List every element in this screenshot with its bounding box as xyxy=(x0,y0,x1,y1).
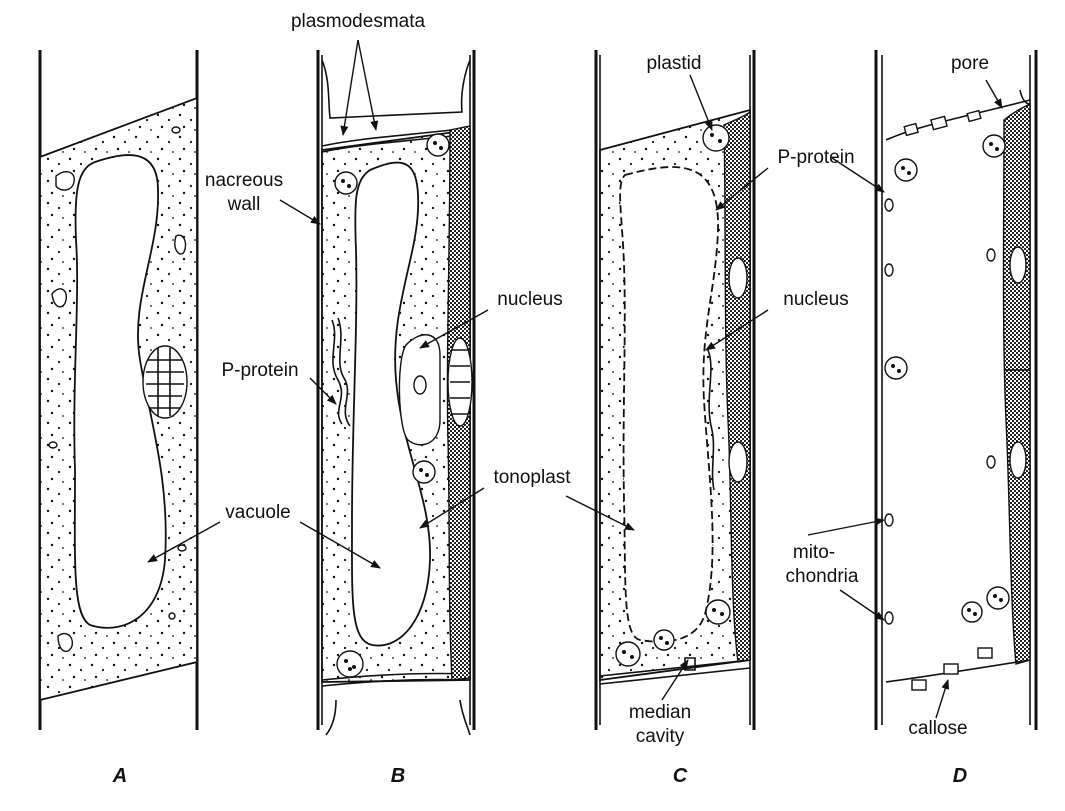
panel-c-nucleus xyxy=(707,349,715,491)
label-cavity: cavity xyxy=(636,726,685,747)
panel-b-upper-neighbor xyxy=(321,59,471,119)
panel-d-companion-cell xyxy=(1002,102,1031,665)
panel-b-vacuole xyxy=(351,161,431,647)
label-plasmodesmata: plasmodesmata xyxy=(291,11,426,32)
label-wall: wall xyxy=(227,194,261,215)
panel-d-pore xyxy=(1019,89,1031,105)
label-tonoplast: tonoplast xyxy=(493,467,571,488)
panel-d-plastids xyxy=(884,134,1010,623)
label-nucleus-c: nucleus xyxy=(783,289,849,310)
label-vacuole: vacuole xyxy=(225,502,291,523)
label-mito: mito- xyxy=(793,542,835,563)
panel-letter-b: B xyxy=(391,765,405,787)
panel-a xyxy=(38,50,199,730)
label-plastid: plastid xyxy=(647,53,702,74)
panel-letter-a: A xyxy=(112,765,127,787)
label-nacreous: nacreous xyxy=(205,170,283,191)
label-chondria: chondria xyxy=(786,566,859,587)
panel-d-callose-deposits xyxy=(903,109,993,691)
label-nucleus-b: nucleus xyxy=(497,289,563,310)
panel-a-vacuole xyxy=(73,154,167,629)
panel-c-companion-cell xyxy=(723,110,751,663)
panel-b-slime-body xyxy=(447,337,473,427)
panel-b-plastids xyxy=(334,133,450,678)
panel-b xyxy=(316,50,476,736)
panel-a-p-protein-body xyxy=(142,345,188,419)
panel-c xyxy=(594,50,756,730)
panel-b-p-protein xyxy=(331,317,351,427)
panel-c-vacuole xyxy=(619,166,719,643)
panel-c-plastids xyxy=(615,124,748,667)
panel-letter-c: C xyxy=(673,765,688,787)
panel-a-organelles xyxy=(48,126,187,653)
annotation-labels: plasmodesmata nacreous wall P-protein va… xyxy=(205,11,989,747)
label-pore: pore xyxy=(951,53,989,74)
label-median: median xyxy=(629,702,691,723)
panel-d xyxy=(874,50,1038,730)
label-callose: callose xyxy=(908,718,967,739)
panel-letter-d: D xyxy=(953,765,967,787)
panel-d-mitochondria xyxy=(884,198,996,625)
leader-arrows xyxy=(147,39,1003,719)
label-p-protein-b: P-protein xyxy=(221,360,298,381)
panel-letters: A B C D xyxy=(112,765,967,787)
label-p-protein-c: P-protein xyxy=(777,147,854,168)
